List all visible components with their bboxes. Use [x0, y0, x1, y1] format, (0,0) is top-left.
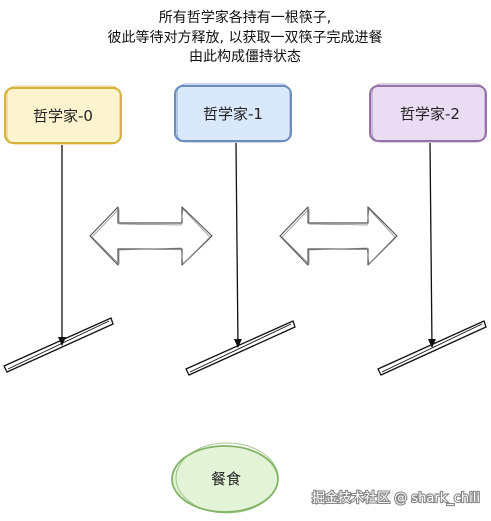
philosopher-0-box-sketch [6, 85, 121, 145]
philosopher-0-label: 哲学家-0 [33, 107, 93, 125]
philosopher-2-label: 哲学家-2 [400, 105, 460, 123]
caption: 所有哲学家各持有一根筷子, 彼此等待对方释放, 以获取一双筷子完成进餐 由此构成… [108, 9, 383, 65]
chopstick-0 [3, 317, 114, 373]
wait-arrow-1-2-sketch [281, 208, 396, 265]
caption-line-1: 所有哲学家各持有一根筷子, [159, 9, 331, 26]
caption-line-3: 由此构成僵持状态 [189, 49, 301, 65]
philosopher-0-node: 哲学家-0 [4, 85, 122, 145]
chopsticks [3, 317, 487, 376]
chopstick-2-sketch [381, 323, 483, 373]
philosopher-2-hold-arrow [427, 142, 436, 348]
philosopher-2-node: 哲学家-2 [369, 83, 487, 143]
chopstick-2 [377, 320, 487, 376]
wait-arrows [89, 206, 398, 266]
wait-arrow-0-1-sketch [91, 208, 211, 265]
food-node: 餐食 [171, 442, 279, 514]
philosopher-0-box [4, 87, 122, 144]
wait-arrow-1-2 [279, 206, 398, 266]
chopstick-0-sketch [7, 320, 110, 370]
philosopher-2-box [369, 85, 487, 142]
philosopher-1-box-sketch [176, 83, 291, 143]
philosopher-1-node: 哲学家-1 [174, 83, 292, 143]
philosopher-1-hold-arrow [233, 142, 242, 348]
philosopher-2-box-sketch [371, 83, 486, 143]
philosopher-1-label: 哲学家-1 [203, 105, 263, 123]
watermark-text: 掘金技术社区 @ shark_chili [312, 490, 480, 506]
caption-line-2: 彼此等待对方释放, 以获取一双筷子完成进餐 [108, 29, 383, 46]
wait-arrow-0-1 [89, 206, 213, 266]
food-ellipse-sketch [175, 442, 279, 514]
hold-arrows [58, 142, 436, 348]
philosopher-1-box [174, 85, 292, 142]
food-label: 餐食 [211, 470, 241, 488]
chopstick-1-sketch [189, 323, 292, 373]
chopstick-1 [185, 320, 296, 376]
